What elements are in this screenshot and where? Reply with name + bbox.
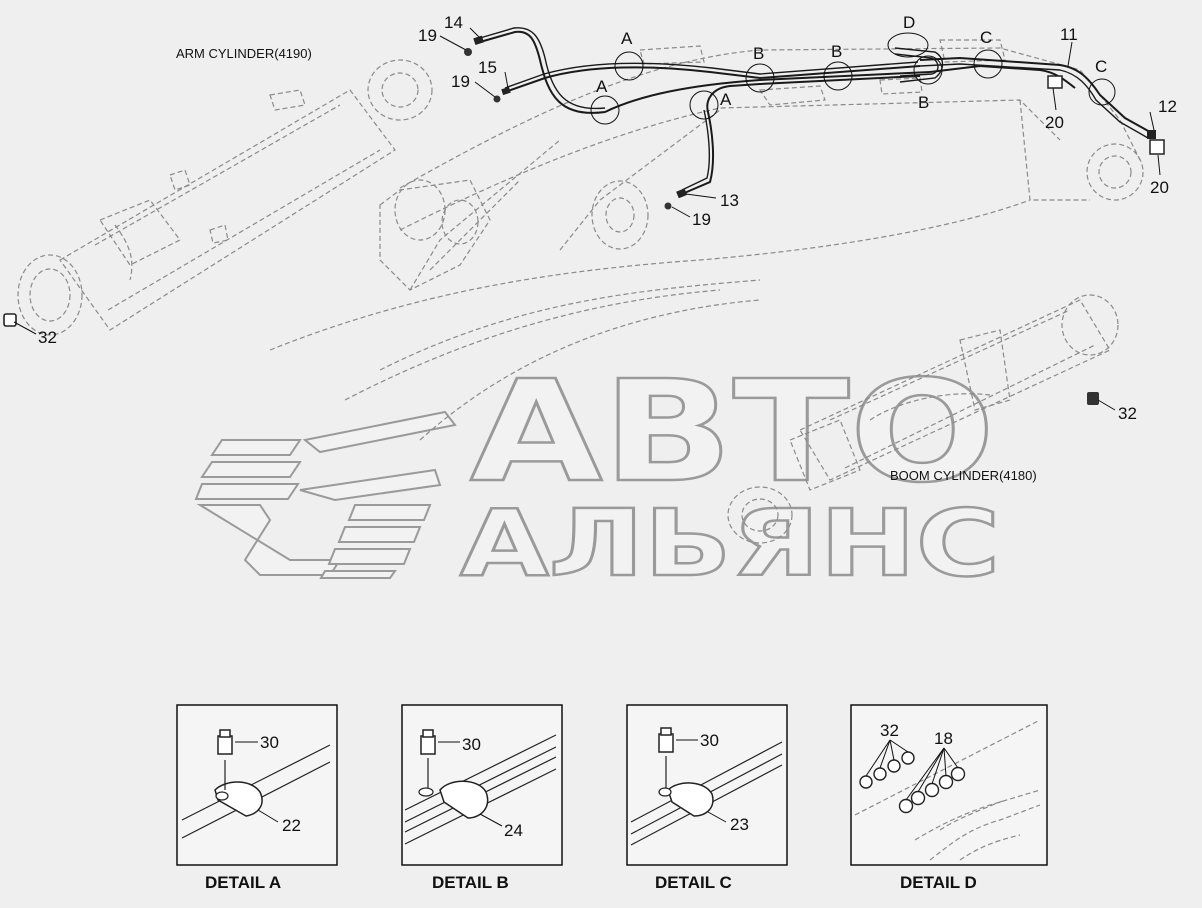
callout-14: 14 xyxy=(444,13,463,32)
detail-d-title: DETAIL D xyxy=(900,873,977,892)
detail-d-panel: 32 18 DETAIL D xyxy=(850,704,1048,892)
callout-19-c: 19 xyxy=(692,210,711,229)
callout-13: 13 xyxy=(720,191,739,210)
plug-32-b xyxy=(1087,392,1099,405)
detail-a-bolt-part: 30 xyxy=(260,733,279,752)
detail-d-part-right: 18 xyxy=(934,729,953,748)
marker-detail-b-3: B xyxy=(918,93,929,112)
plug-32-a xyxy=(3,313,17,327)
callout-19-b: 19 xyxy=(451,72,470,91)
marker-detail-c-2: C xyxy=(1095,57,1107,76)
detail-d-part-left: 32 xyxy=(880,721,899,740)
plug-19-b xyxy=(493,95,501,103)
arm-cylinder xyxy=(17,59,433,336)
callout-15: 15 xyxy=(478,58,497,77)
marker-detail-b-2: B xyxy=(831,42,842,61)
detail-b-panel: 30 24 DETAIL B xyxy=(401,704,563,892)
detail-c-bolt-part: 30 xyxy=(700,731,719,750)
marker-detail-c-1: C xyxy=(980,28,992,47)
leader-lines xyxy=(13,27,1161,411)
detail-location-circles xyxy=(590,32,1116,125)
marker-detail-a-3: A xyxy=(720,90,732,109)
detail-a-panel: 30 22 DETAIL A xyxy=(176,704,338,892)
detail-b-title: DETAIL B xyxy=(432,873,509,892)
small-parts xyxy=(3,48,1099,405)
callout-32-a: 32 xyxy=(38,328,57,347)
detail-b-clamp-part: 24 xyxy=(504,821,523,840)
marker-detail-a-2: A xyxy=(596,77,608,96)
callout-20-a: 20 xyxy=(1045,113,1064,132)
watermark-line-1: АВТО xyxy=(470,351,995,514)
detail-a-clamp-part: 22 xyxy=(282,816,301,835)
callout-11: 11 xyxy=(1060,25,1078,44)
arm-cylinder-label: ARM CYLINDER(4190) xyxy=(176,46,312,61)
boom-cylinder xyxy=(727,294,1119,544)
watermark: АВТО АЛЬЯНС xyxy=(194,350,1001,598)
marker-detail-b-1: B xyxy=(753,44,764,63)
marker-detail-a-1: A xyxy=(621,29,633,48)
watermark-logo xyxy=(194,410,457,579)
detail-b-bolt-part: 30 xyxy=(462,735,481,754)
detail-a-title: DETAIL A xyxy=(205,873,281,892)
detail-c-clamp-part: 23 xyxy=(730,815,749,834)
detail-c-title: DETAIL C xyxy=(655,873,732,892)
hose-lines xyxy=(473,27,1165,199)
boom-cylinder-label: BOOM CYLINDER(4180) xyxy=(890,468,1037,483)
callout-19-a: 19 xyxy=(418,26,437,45)
callout-20-b: 20 xyxy=(1150,178,1169,197)
callout-12: 12 xyxy=(1158,97,1177,116)
plug-19-c xyxy=(664,202,672,210)
callout-32-b: 32 xyxy=(1118,404,1137,423)
arm-structure-outline xyxy=(269,39,1144,441)
watermark-line-2: АЛЬЯНС xyxy=(460,490,1000,597)
marker-detail-d-1: D xyxy=(903,13,915,32)
detail-c-panel: 30 23 DETAIL C xyxy=(626,704,788,892)
